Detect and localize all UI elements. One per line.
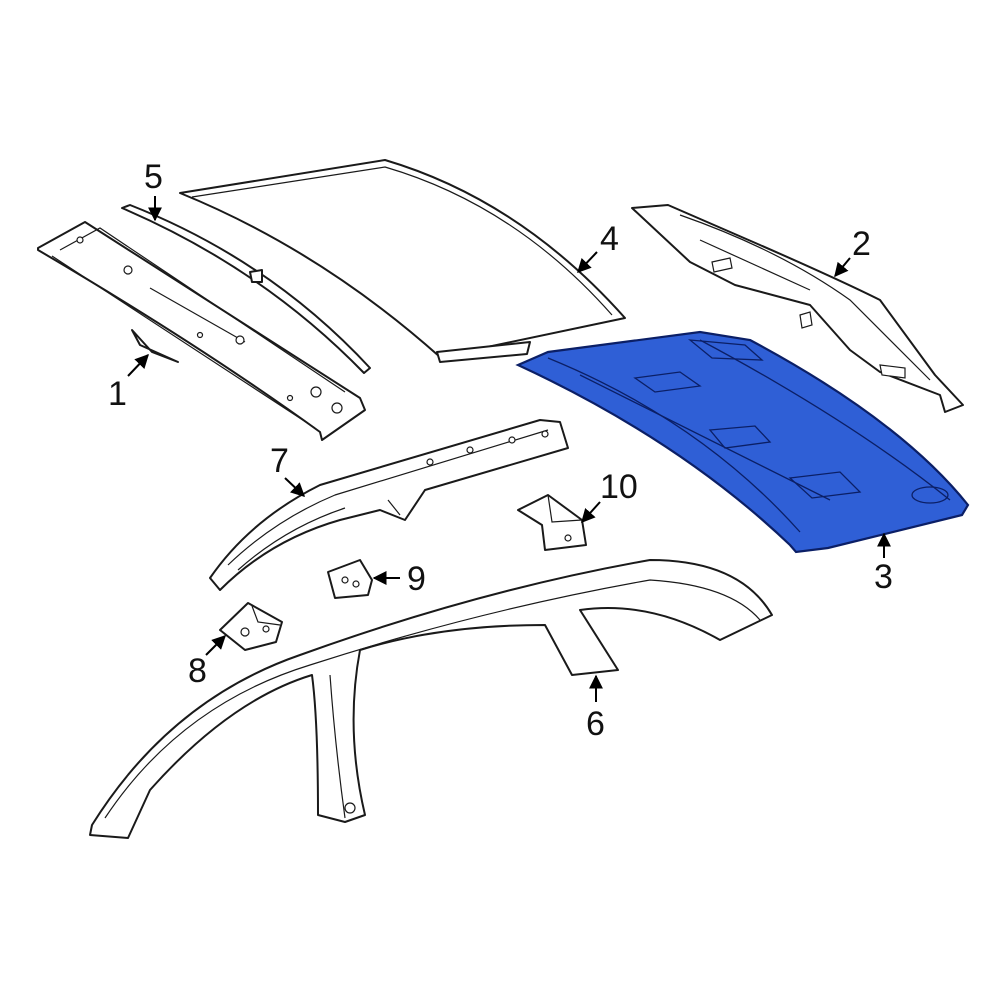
part-9-bracket	[327, 559, 373, 599]
leader-lines	[127, 196, 891, 702]
leader-4	[577, 251, 598, 274]
part-3-rear-roof-panel	[515, 330, 970, 554]
callout-4: 4	[600, 220, 619, 258]
leader-1	[127, 353, 149, 377]
callout-7: 7	[270, 442, 289, 480]
leader-7	[284, 477, 306, 497]
callout-8: 8	[188, 652, 207, 690]
callout-5: 5	[144, 158, 163, 196]
callout-6: 6	[586, 705, 605, 743]
leader-8	[205, 635, 226, 656]
callout-3: 3	[874, 558, 893, 596]
part-8-hinge-bracket	[219, 602, 283, 651]
callout-2: 2	[852, 225, 871, 263]
part-7-roof-rail	[209, 419, 569, 591]
callout-10: 10	[600, 468, 638, 506]
part-5-roof-molding	[121, 204, 371, 374]
callout-labels: 1 2 3 4 5 6 7 8 9 10	[108, 158, 893, 743]
callout-1: 1	[108, 375, 127, 413]
part-2-rear-header	[631, 204, 964, 413]
part-4-roof-panel	[179, 159, 626, 363]
part-1-front-header	[37, 221, 366, 441]
part-10-bracket	[517, 494, 587, 551]
part-6-side-aperture	[89, 559, 773, 839]
leader-2	[834, 257, 851, 278]
callout-9: 9	[407, 560, 426, 598]
leader-10	[581, 501, 601, 524]
